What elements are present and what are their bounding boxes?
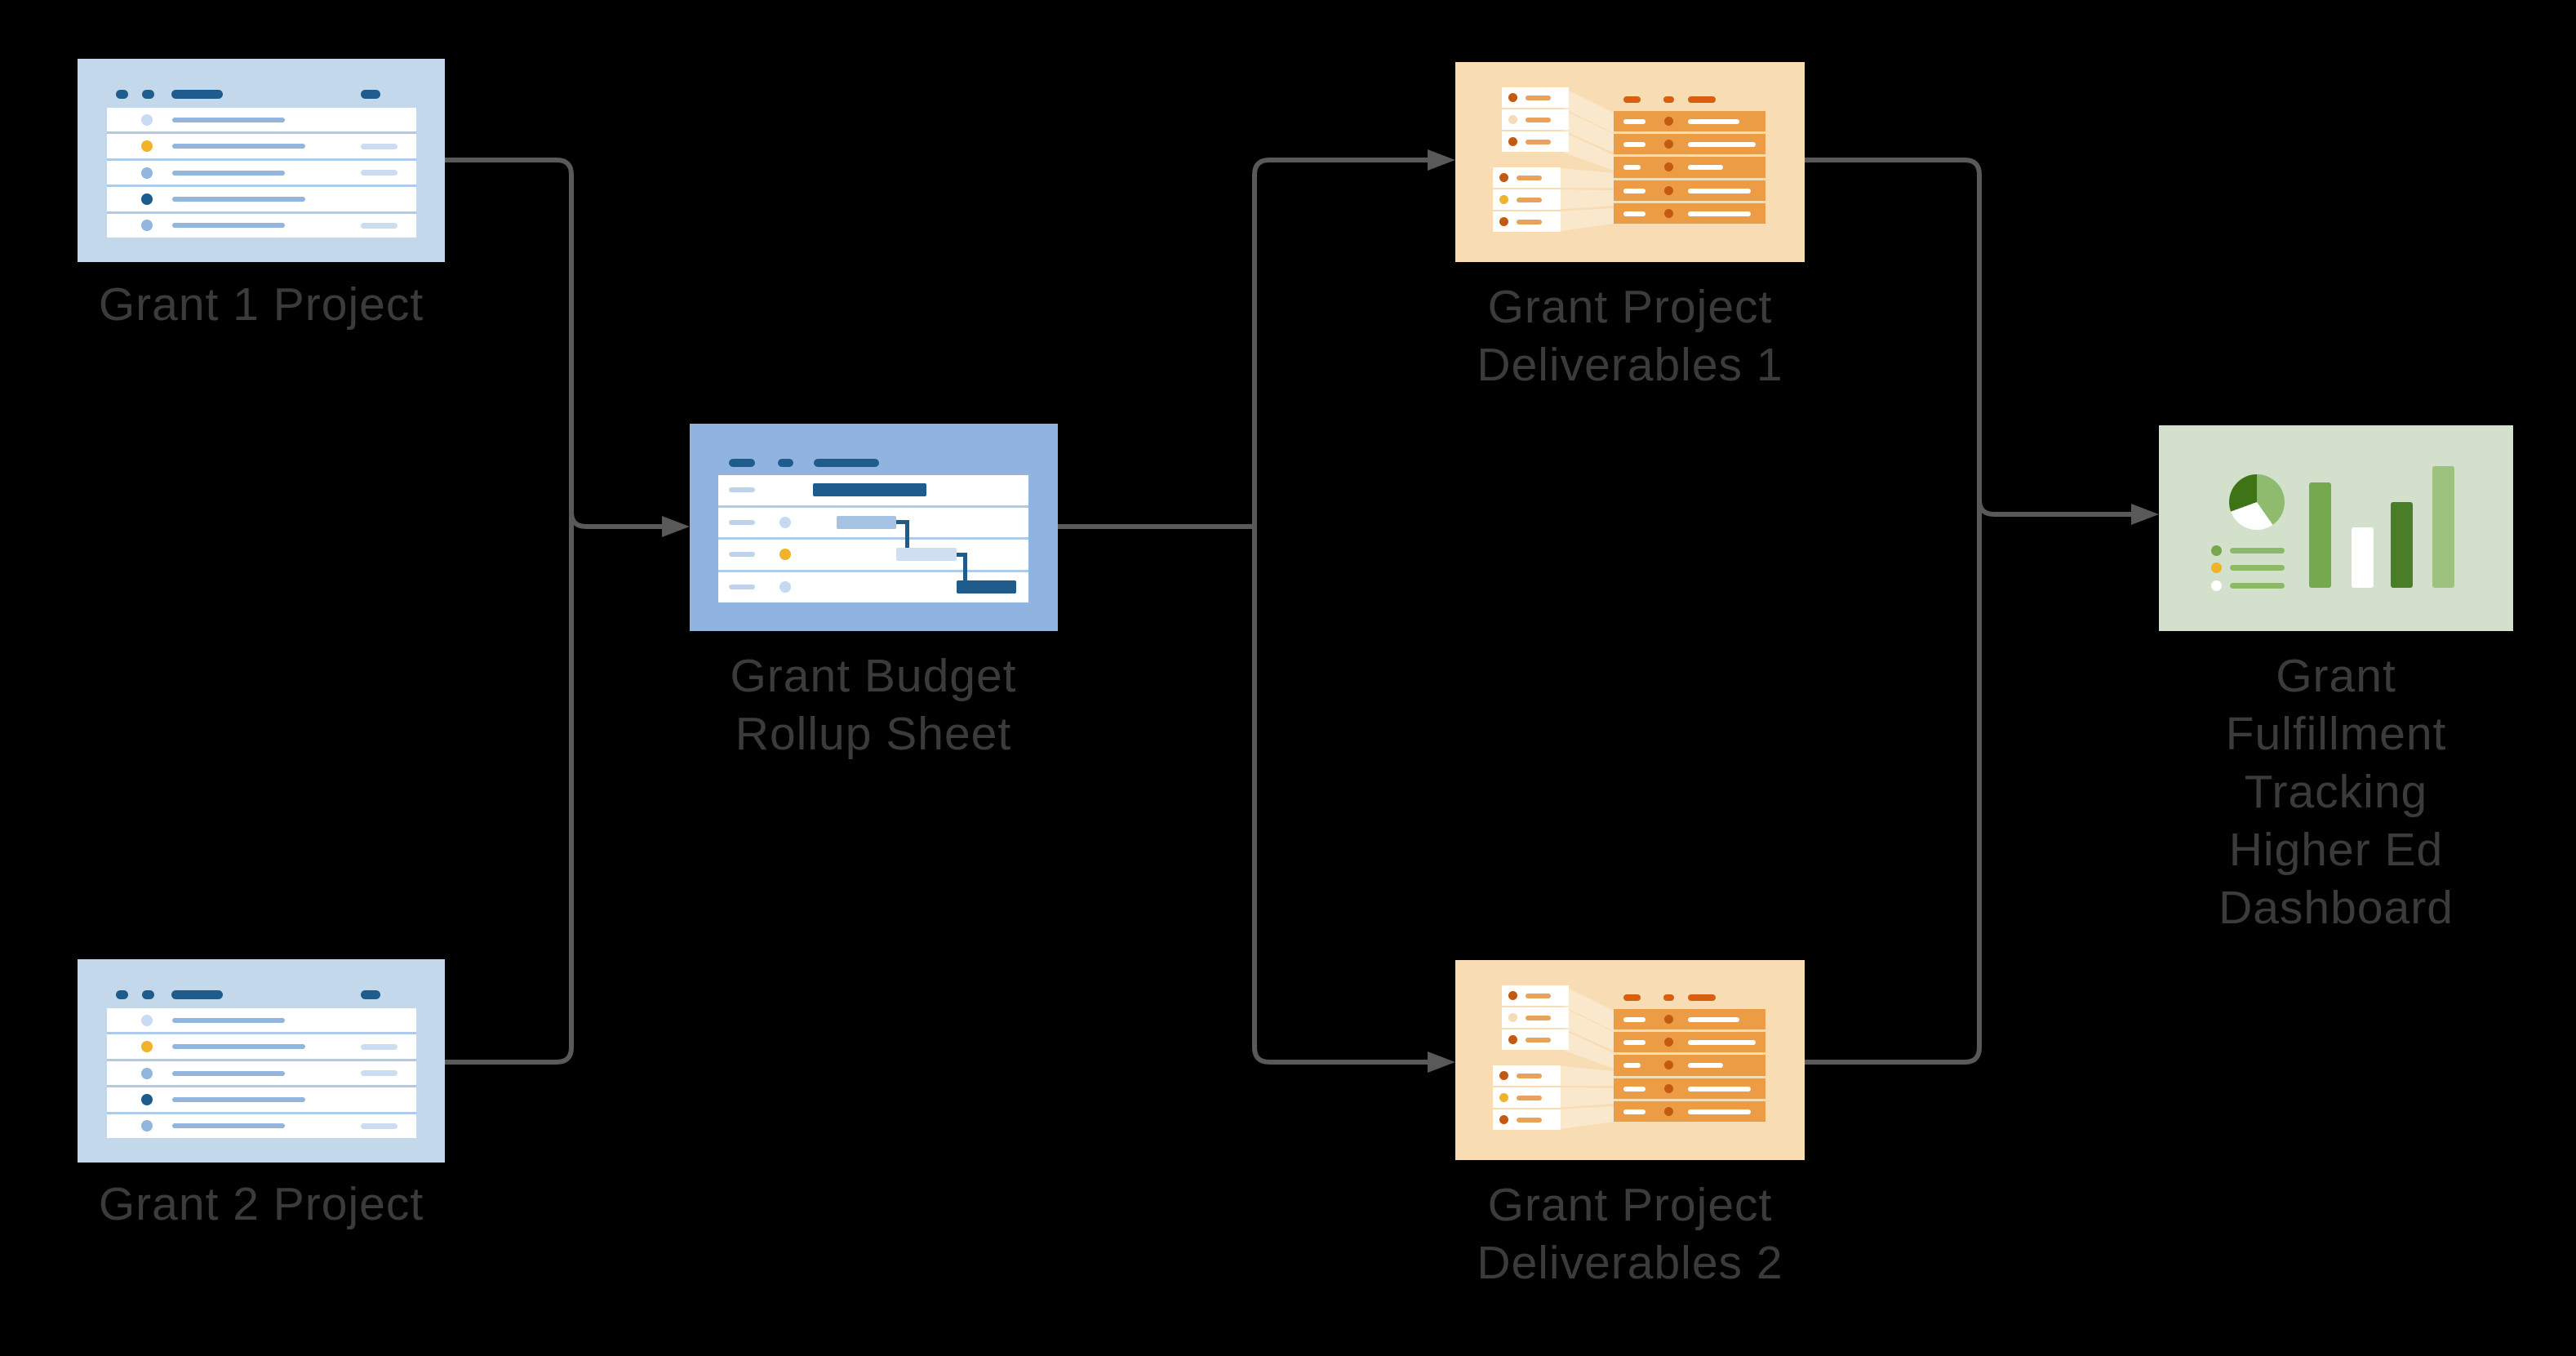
bar-chart-bar — [2432, 466, 2454, 588]
source-row — [1493, 211, 1561, 232]
source-row — [1502, 87, 1569, 108]
toolbar-bar — [1688, 96, 1716, 103]
toolbar-dot — [116, 990, 128, 999]
sheet-row — [107, 1087, 416, 1112]
task-table — [1614, 1009, 1765, 1123]
dependency-link — [957, 553, 967, 557]
source-row — [1502, 131, 1569, 152]
task-row — [1614, 1032, 1765, 1053]
gantt-bar — [813, 483, 926, 496]
row-link-funnel — [1554, 985, 1614, 1130]
toolbar-dot — [142, 90, 154, 99]
arrowhead-into-deliverables-1 — [1428, 149, 1455, 171]
task-row — [1614, 111, 1765, 132]
task-mapping-icon — [1455, 62, 1805, 262]
toolbar-dot — [116, 90, 128, 99]
dashboard-charts-icon — [2159, 425, 2513, 631]
arrowhead-into-dashboard — [2131, 504, 2159, 525]
sheet-row — [107, 1008, 416, 1033]
label-grant-1-project: Grant 1 Project — [98, 278, 424, 331]
source-row — [1493, 1065, 1561, 1086]
toolbar-bar — [171, 90, 223, 99]
gantt-bar — [896, 548, 957, 561]
pie-chart-icon — [2229, 474, 2285, 530]
task-row — [1614, 1100, 1765, 1123]
legend-line — [2230, 548, 2285, 554]
task-row — [1614, 180, 1765, 201]
arrowhead-into-rollup — [662, 516, 690, 537]
task-row — [1614, 1009, 1765, 1030]
task-row — [1614, 1055, 1765, 1076]
toolbar-bar — [361, 90, 380, 99]
source-row — [1502, 109, 1569, 130]
gantt-chart-icon — [690, 424, 1058, 631]
sheet-rows — [107, 1008, 416, 1139]
legend-line — [2230, 565, 2285, 571]
bar-chart-bar — [2391, 502, 2413, 588]
bar-chart-bar — [2309, 482, 2331, 588]
sheet-rows — [107, 108, 416, 238]
spreadsheet-rows-icon — [78, 59, 445, 262]
bar-chart-bar — [2352, 527, 2374, 588]
label-grant-2-project: Grant 2 Project — [98, 1178, 424, 1230]
legend-dot — [2211, 580, 2222, 591]
task-table — [1614, 111, 1765, 225]
source-row — [1493, 1087, 1561, 1108]
toolbar-dot — [778, 459, 793, 467]
label-grant-budget-rollup-sheet: Grant Budget Rollup Sheet — [730, 650, 1017, 760]
legend-dot — [2211, 545, 2222, 556]
toolbar-bar — [729, 459, 755, 467]
label-grant-project-deliverables-1: Grant Project Deliverables 1 — [1477, 281, 1783, 391]
sheet-row — [107, 1034, 416, 1059]
source-row — [1502, 1007, 1569, 1028]
arrowhead-into-deliverables-2 — [1428, 1051, 1455, 1073]
edge-grants-to-rollup-branch — [569, 511, 664, 529]
toolbar-bar — [361, 990, 380, 999]
task-row — [1614, 157, 1765, 178]
source-row — [1502, 1029, 1569, 1050]
toolbar-bar — [814, 459, 879, 467]
sheet-row — [107, 134, 416, 158]
task-row — [1614, 202, 1765, 225]
label-grant-project-deliverables-2: Grant Project Deliverables 2 — [1477, 1179, 1783, 1289]
gantt-bar — [957, 580, 1016, 594]
toolbar-bar — [1623, 994, 1641, 1001]
label-grant-fulfillment-dashboard: Grant Fulfillment Tracking Higher Ed Das… — [2218, 650, 2454, 934]
dependency-link — [905, 520, 909, 548]
gantt-grid — [718, 475, 1028, 602]
source-row — [1493, 1109, 1561, 1130]
spreadsheet-rows-icon — [78, 959, 445, 1163]
sheet-row — [107, 1114, 416, 1139]
task-mapping-icon — [1455, 960, 1805, 1160]
toolbar-bar — [1623, 96, 1641, 103]
task-row — [1614, 1078, 1765, 1099]
legend-line — [2230, 583, 2285, 589]
edge-deliverables-to-dashboard-branch — [1977, 499, 2133, 517]
row-link-funnel — [1554, 87, 1614, 232]
sheet-row — [107, 213, 416, 238]
toolbar-dot — [1663, 994, 1674, 1001]
legend-dot — [2211, 562, 2222, 573]
source-row — [1493, 167, 1561, 188]
toolbar-dot — [142, 990, 154, 999]
toolbar-dot — [1663, 96, 1674, 103]
source-row — [1493, 189, 1561, 210]
task-row — [1614, 134, 1765, 155]
toolbar-bar — [171, 990, 223, 999]
dependency-link — [963, 553, 967, 580]
dependency-link — [896, 520, 909, 524]
source-row — [1502, 985, 1569, 1006]
gantt-bar — [837, 516, 896, 529]
sheet-row — [107, 1060, 416, 1086]
toolbar-bar — [1688, 994, 1716, 1001]
sheet-row — [107, 160, 416, 185]
sheet-row — [107, 187, 416, 211]
sheet-row — [107, 108, 416, 132]
